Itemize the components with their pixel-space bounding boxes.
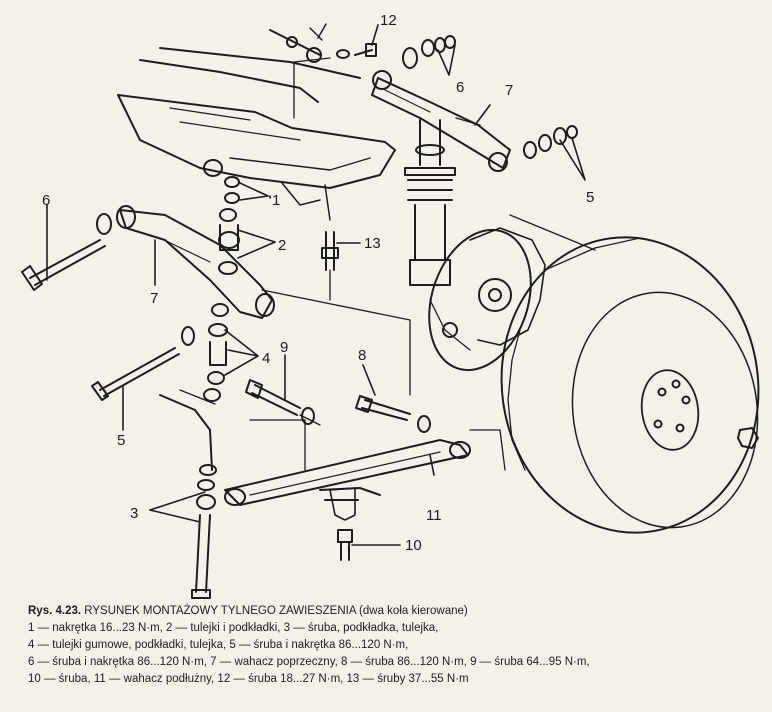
caption-line-3: 6 — śruba i nakrętka 86...120 N·m, 7 — w… — [28, 656, 590, 668]
callout-5-right: 5 — [586, 189, 594, 206]
wheel-hub — [428, 227, 546, 372]
callout-2: 2 — [278, 237, 286, 254]
caption-title-line: Rys. 4.23. RYSUNEK MONTAŻOWY TYLNEGO ZAW… — [28, 603, 763, 620]
bolt-5 — [91, 347, 180, 401]
stabilizer-link — [159, 394, 381, 501]
callout-13: 13 — [364, 235, 381, 252]
figure-caption: Rys. 4.23. RYSUNEK MONTAŻOWY TYLNEGO ZAW… — [28, 603, 763, 688]
callout-6-left: 6 — [42, 192, 50, 209]
strut-shock-absorber — [404, 119, 456, 286]
rear-tire — [500, 236, 760, 534]
callout-5-left: 5 — [117, 432, 125, 449]
callout-7-top: 7 — [505, 82, 513, 99]
caption-line-1: 1 — nakrętka 16...23 N·m, 2 — tulejki i … — [28, 622, 439, 634]
bolt-10 — [329, 487, 356, 561]
caption-line-4: 10 — śruba, 11 — wahacz podłużny, 12 — ś… — [28, 673, 469, 685]
callout-6-top: 6 — [456, 79, 464, 96]
bolt-9 — [245, 379, 315, 425]
callout-12: 12 — [380, 12, 397, 29]
washers-6 — [402, 35, 456, 69]
frame-rail — [117, 47, 396, 221]
bolt-13 — [321, 231, 339, 271]
callout-4: 4 — [262, 350, 270, 367]
bushing-stack-4 — [181, 303, 229, 402]
top-mount-hardware — [269, 23, 377, 63]
callout-8: 8 — [358, 347, 366, 364]
assembly-guide-lines — [179, 57, 596, 471]
bolt-3 — [191, 464, 217, 599]
bushing-stack-1-2 — [203, 159, 240, 275]
callout-leaders — [46, 24, 586, 546]
callout-7-left: 7 — [150, 290, 158, 307]
caption-figure-number: Rys. 4.23. — [28, 605, 82, 617]
callout-11: 11 — [426, 507, 442, 524]
callout-10: 10 — [405, 537, 422, 554]
callout-1: 1 — [272, 192, 280, 209]
bolt-6 — [21, 213, 112, 291]
caption-title: RYSUNEK MONTAŻOWY TYLNEGO ZAWIESZENIA (d… — [84, 605, 468, 617]
wheel-nut — [737, 427, 759, 449]
trailing-arm — [224, 439, 471, 506]
callout-9: 9 — [280, 339, 288, 356]
lower-lateral-arm — [116, 205, 275, 319]
callout-3: 3 — [130, 505, 138, 522]
bolt-8 — [355, 395, 431, 433]
caption-line-2: 4 — tulejki gumowe, podkładki, tulejka, … — [28, 639, 409, 651]
suspension-assembly-drawing: 1 2 3 4 5 5 6 6 7 7 8 9 10 11 12 13 — [21, 12, 760, 599]
